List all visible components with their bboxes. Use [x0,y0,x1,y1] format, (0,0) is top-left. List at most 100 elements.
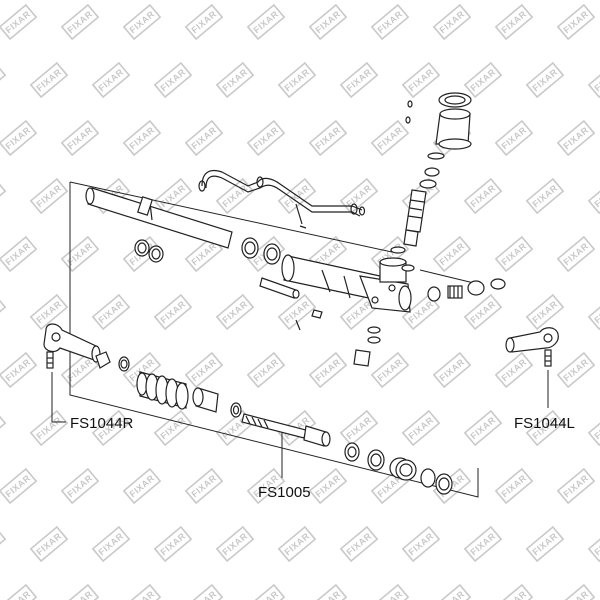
watermark-stamp: FIXAR [432,583,472,600]
watermark-text: FIXAR [499,589,528,600]
watermark-stamp: FIXAR [339,61,379,99]
watermark-text: FIXAR [375,9,404,36]
seal-set-upper [134,237,281,265]
watermark-text: FIXAR [437,241,466,268]
watermark-stamp: FIXAR [525,525,565,563]
watermark-stamp: FIXAR [29,61,69,99]
watermark-stamp: FIXAR [215,177,255,215]
watermark-stamp: FIXAR [339,409,379,447]
watermark-stamp: FIXAR [29,409,69,447]
watermark-stamp: FIXAR [153,409,193,447]
watermark-text: FIXAR [561,589,590,600]
hydraulic-lines [198,169,366,229]
watermark-stamp: FIXAR [525,61,565,99]
watermark-text: FIXAR [189,589,218,600]
watermark-stamp: FIXAR [339,177,379,215]
watermark-stamp: FIXAR [463,409,503,447]
watermark-stamp: FIXAR [370,3,410,41]
watermark-stamp: FIXAR [184,119,224,157]
watermark-stamp: FIXAR [370,583,410,600]
label-fs1005: FS1005 [258,484,311,501]
watermark-stamp: FIXAR [556,467,596,505]
watermark-stamp: FIXAR [556,3,596,41]
watermark-stamp: FIXAR [494,3,534,41]
watermark-text: FIXAR [158,67,187,94]
watermark-text: FIXAR [344,531,373,558]
watermark-text: FIXAR [220,531,249,558]
bushings [295,309,381,367]
watermark-stamp: FIXAR [463,293,503,331]
watermark-text: FIXAR [3,357,32,384]
watermark-stamp: FIXAR [277,61,317,99]
watermark-text: FIXAR [65,125,94,152]
watermark-stamp: FIXAR [246,3,286,41]
watermark-text: FIXAR [375,357,404,384]
watermark-stamp: FIXAR [60,3,100,41]
watermark-stamp: FIXAR [432,351,472,389]
watermark-stamp: FIXAR [494,467,534,505]
watermark-stamp: FIXAR [29,525,69,563]
watermark-text: FIXAR [3,9,32,36]
watermark-text: FIXAR [344,67,373,94]
inner-tie-rod [241,413,331,447]
watermark-stamp: FIXAR [525,177,565,215]
watermark-text: FIXAR [189,9,218,36]
watermark-stamp: FIXAR [60,119,100,157]
watermark-text: FIXAR [65,473,94,500]
rack-tube [85,187,233,249]
watermark-text: FIXAR [375,589,404,600]
watermark-stamp: FIXAR [122,583,162,600]
watermark-text: FIXAR [499,473,528,500]
watermark-text: FIXAR [499,125,528,152]
watermark-text: FIXAR [437,589,466,600]
watermark-stamp: FIXAR [122,3,162,41]
watermark-stamp: FIXAR [556,583,596,600]
rack-housing [281,254,412,313]
watermark-stamp: FIXAR [91,293,131,331]
watermark-stamp: FIXAR [587,409,600,447]
watermark-text: FIXAR [189,357,218,384]
watermark-text: FIXAR [561,473,590,500]
watermark-text: FIXAR [158,183,187,210]
watermark-stamp: FIXAR [463,525,503,563]
watermark-text: FIXAR [127,589,156,600]
watermark-text: FIXAR [251,589,280,600]
watermark-stamp: FIXAR [432,3,472,41]
watermark-stamp: FIXAR [587,525,600,563]
watermark-stamp: FIXAR [0,119,38,157]
watermark-text: FIXAR [499,241,528,268]
watermark-stamp: FIXAR [277,525,317,563]
watermark-stamp: FIXAR [122,119,162,157]
watermark-text: FIXAR [96,67,125,94]
watermark-stamp: FIXAR [215,61,255,99]
watermark-stamp: FIXAR [0,351,38,389]
watermark-text: FIXAR [561,9,590,36]
watermark-stamp: FIXAR [0,177,7,215]
watermark-text: FIXAR [282,67,311,94]
watermark-stamp: FIXAR [556,235,596,273]
watermark-stamp: FIXAR [184,467,224,505]
watermark-stamp: FIXAR [0,583,38,600]
watermark-stamp: FIXAR [153,525,193,563]
watermark-text: FIXAR [313,125,342,152]
watermark-text: FIXAR [34,299,63,326]
assembly-frame [69,181,479,498]
watermark-text: FIXAR [251,125,280,152]
watermark-stamp: FIXAR [370,351,410,389]
watermark-stamp: FIXAR [556,119,596,157]
watermark-stamp: FIXAR [60,235,100,273]
watermark-stamp: FIXAR [215,293,255,331]
watermark-stamp: FIXAR [0,61,7,99]
watermark-text: FIXAR [437,357,466,384]
watermark-stamp: FIXAR [60,467,100,505]
tie-rod-end-right [43,323,101,369]
watermark-stamp: FIXAR [184,583,224,600]
watermark-text: FIXAR [313,9,342,36]
yoke-adjuster [427,278,506,302]
lock-nut-and-clamp [95,351,130,372]
watermark-text: FIXAR [189,125,218,152]
watermark-text: FIXAR [468,67,497,94]
watermark-text: FIXAR [375,125,404,152]
